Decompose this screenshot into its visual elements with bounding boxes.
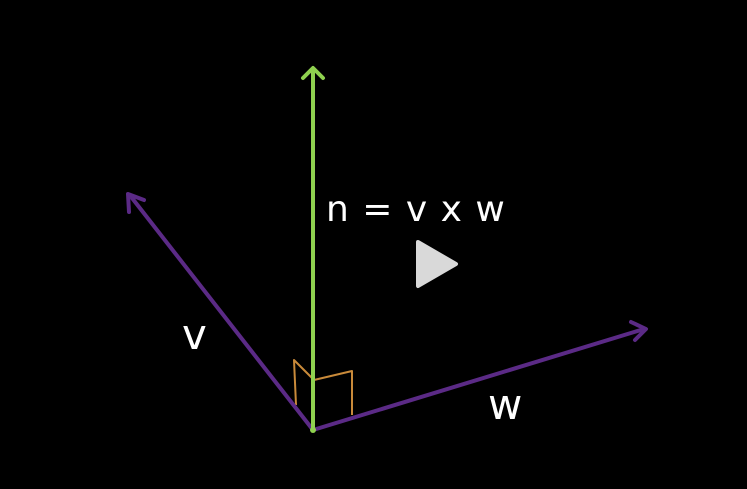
play-icon: [416, 240, 458, 288]
cross-product-equation: n = v x w: [326, 189, 506, 230]
vector-n-arrowhead: [301, 66, 325, 80]
vector-v: [126, 192, 315, 432]
vector-w-label: w: [488, 380, 523, 429]
right-angle-marker: [293, 359, 353, 415]
origin-point: [310, 427, 316, 433]
play-button[interactable]: [410, 236, 462, 292]
vector-w-arrowhead: [629, 320, 648, 342]
vector-w: [311, 320, 648, 432]
vector-v-label: v: [182, 310, 207, 359]
vector-v-arrowhead: [126, 192, 146, 214]
vector-n: [301, 66, 325, 432]
